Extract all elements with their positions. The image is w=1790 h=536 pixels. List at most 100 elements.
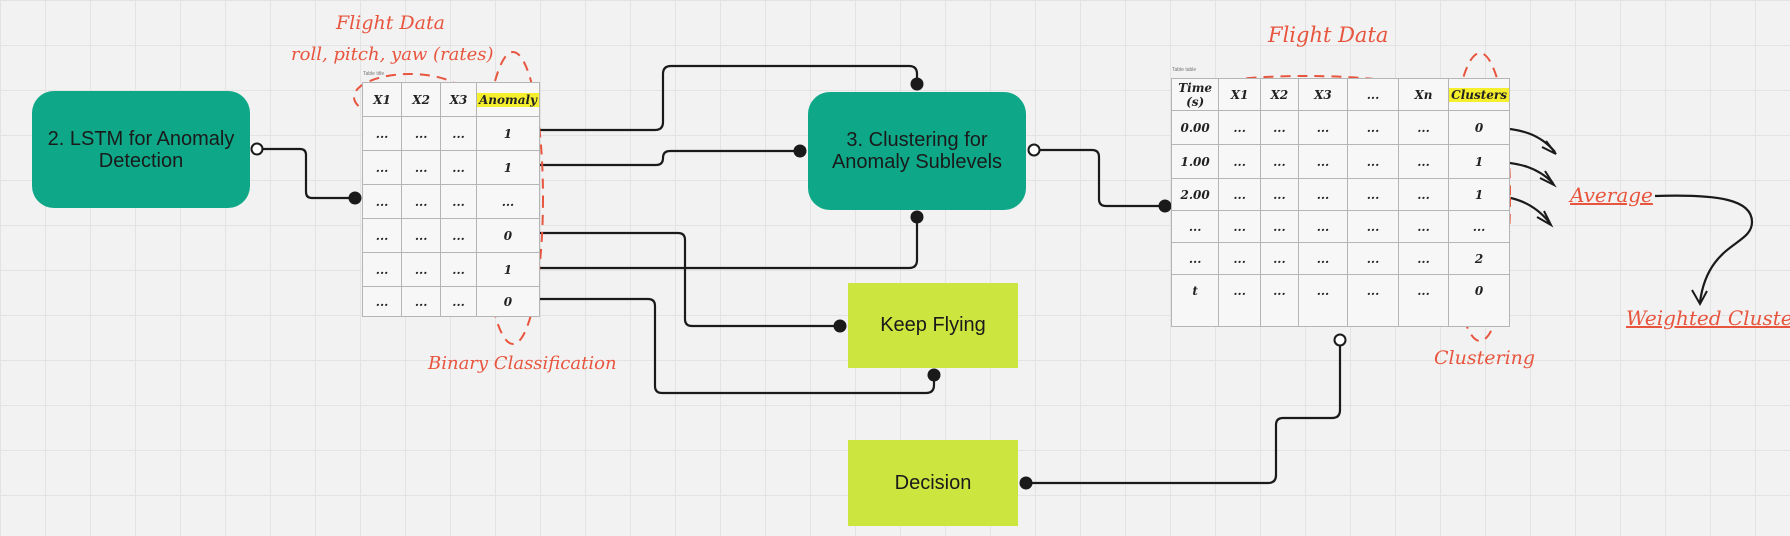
table-cell: ... [475, 184, 541, 219]
keep-flying-node[interactable]: Keep Flying [848, 283, 1018, 368]
table-cell: ... [1297, 210, 1349, 243]
lstm-node-label: 2. LSTM for Anomaly Detection [47, 127, 235, 172]
table-row: 1.00 ... ... ... ... ... 1 [1170, 144, 1510, 179]
header-cell-clusters: Clusters [1448, 78, 1510, 111]
annotation-binary-classification: Binary Classification [428, 353, 617, 374]
table-cell: ... [1170, 242, 1220, 275]
table-cell: ... [440, 218, 477, 253]
table-row: 2.00 ... ... ... ... ... 1 [1170, 178, 1510, 211]
table-row: ... ... ... 1 [361, 116, 541, 151]
table-cell: ... [401, 218, 442, 253]
table-cell: ... [1297, 110, 1349, 145]
table-cell: ... [1297, 242, 1349, 275]
table-cell: ... [361, 184, 403, 219]
table-cell: ... [1259, 210, 1299, 243]
table-row: ... ... ... ... ... ... 2 [1170, 242, 1510, 275]
annotation-flight-data-1: Flight Data [336, 12, 445, 34]
table-row: t ... ... ... ... ... 0 [1170, 274, 1510, 327]
table-row: ... ... ... 0 [361, 286, 541, 317]
header-cell: Xn [1397, 78, 1450, 111]
table-cell: ... [1170, 210, 1220, 243]
connector-decision-to-table2 [1026, 340, 1342, 485]
table-cell: ... [401, 286, 442, 317]
table-cell: ... [440, 150, 477, 185]
annotation-flight-data-1-sub: roll, pitch, yaw (rates) [291, 44, 494, 65]
table-cell: 1.00 [1170, 144, 1220, 179]
table-cell: ... [1259, 242, 1299, 275]
table-cell: ... [1297, 144, 1349, 179]
table-cell: ... [1218, 178, 1261, 211]
header-cell: X3 [1297, 78, 1349, 111]
table-row: 0.00 ... ... ... ... ... 0 [1170, 110, 1510, 145]
table-row: ... ... ... 1 [361, 252, 541, 287]
header-cell: X1 [361, 82, 403, 117]
table-cell: 1 [1448, 178, 1510, 211]
table-cell: 0 [475, 218, 541, 253]
table-cell: ... [361, 252, 403, 287]
table-cell: ... [1218, 242, 1261, 275]
table-cell: 2 [1448, 242, 1510, 275]
header-cell: X2 [401, 82, 442, 117]
table-cell: ... [1397, 274, 1450, 327]
table-cell: ... [1397, 178, 1450, 211]
table1-caption: Table title [363, 71, 385, 77]
table-row: ... ... ... 0 [361, 218, 541, 253]
table-header-row: Time (s) X1 X2 X3 ... Xn Clusters [1170, 78, 1510, 111]
connector-row4-to-keep-flying [528, 231, 840, 328]
table-cell: ... [1347, 178, 1399, 211]
table2-caption: Table table [1172, 67, 1197, 73]
table-cell: ... [361, 150, 403, 185]
header-cell: X1 [1218, 78, 1261, 111]
header-cell: X2 [1259, 78, 1299, 111]
header-cell: ... [1347, 78, 1399, 111]
annotation-flight-data-2: Flight Data [1268, 23, 1389, 47]
table-cell: ... [440, 116, 477, 151]
table-cell: ... [401, 150, 442, 185]
cluster-table: Time (s) X1 X2 X3 ... Xn Clusters 0.00 .… [1170, 78, 1510, 327]
arrow-average-to-weighted [1654, 194, 1754, 303]
header-cell-anomaly: Anomaly [475, 82, 541, 117]
table-cell: ... [1259, 178, 1299, 211]
dashed-ellipse-clusters [1449, 52, 1511, 342]
clustering-node[interactable]: 3. Clustering for Anomaly Sublevels [808, 92, 1026, 210]
table-cell: ... [1259, 144, 1299, 179]
connector-lstm-to-table1 [257, 147, 355, 200]
table-header-row: X1 X2 X3 Anomaly [361, 82, 541, 117]
table-cell: ... [401, 116, 442, 151]
table-cell: ... [1397, 144, 1450, 179]
table-cell: ... [1297, 274, 1349, 327]
table-cell: ... [1347, 242, 1399, 275]
table-cell: ... [1397, 210, 1450, 243]
table-cell: 0 [1448, 274, 1510, 327]
table-cell: ... [1347, 110, 1399, 145]
connector-row6-to-keep-flying-bottom [528, 297, 936, 395]
table-cell: ... [361, 218, 403, 253]
table-cell: ... [1347, 210, 1399, 243]
table-cell: ... [1347, 274, 1399, 327]
connector-row1-to-clustering-top [528, 64, 919, 132]
table-row: ... ... ... ... ... ... ... [1170, 210, 1510, 243]
annotation-average: Average [1570, 183, 1653, 207]
table-cell: 2.00 [1170, 178, 1220, 211]
table-cell: ... [1218, 274, 1261, 327]
annotation-clustering: Clustering [1434, 347, 1536, 369]
decision-label: Decision [894, 471, 972, 494]
table-cell: ... [1218, 110, 1261, 145]
table-cell: ... [1347, 144, 1399, 179]
table-cell: 1 [1448, 144, 1510, 179]
table-cell: ... [1218, 144, 1261, 179]
connector-row2-to-clustering-left [528, 149, 800, 167]
table-cell: ... [401, 184, 442, 219]
table-cell: ... [440, 184, 477, 219]
table-cell: 0 [1448, 110, 1510, 145]
header-cell: X3 [440, 82, 477, 117]
table-cell: ... [1297, 178, 1349, 211]
decision-node[interactable]: Decision [848, 440, 1018, 526]
table-cell: 1 [475, 252, 541, 287]
table-cell: 1 [475, 150, 541, 185]
table-cell: 1 [475, 116, 541, 151]
table-row: ... ... ... 1 [361, 150, 541, 185]
lstm-node[interactable]: 2. LSTM for Anomaly Detection [32, 91, 250, 208]
table-cell: ... [361, 286, 403, 317]
connector-row5-to-clustering-bottom [528, 217, 919, 270]
